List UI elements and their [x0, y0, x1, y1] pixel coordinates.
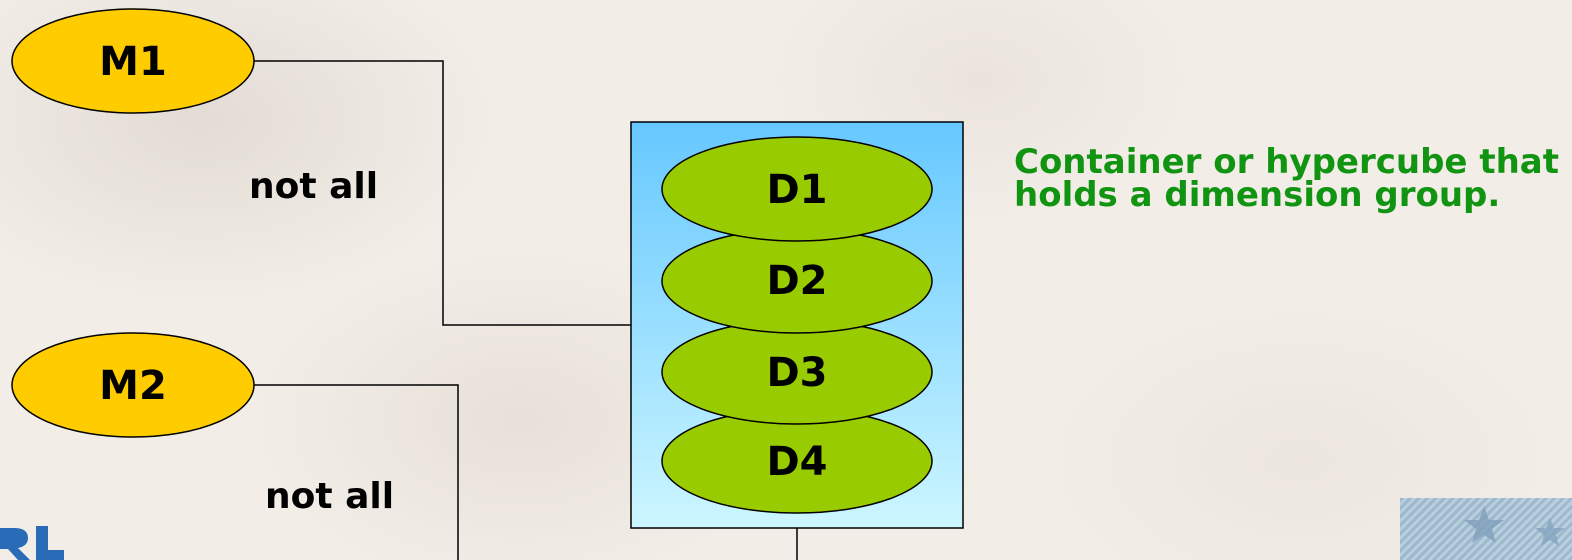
connector-m2 — [254, 384, 459, 560]
dimension-label-d2: D2 — [766, 258, 828, 304]
connector-label-m1: not all — [249, 166, 379, 207]
measure-label-m1: M1 — [99, 39, 167, 85]
measure-label-m2: M2 — [99, 363, 167, 409]
connector-label-m2: not all — [265, 476, 395, 517]
measure-node-m1 — [11, 8, 255, 114]
connector-m1 — [254, 60, 632, 326]
logo-fragment — [0, 526, 64, 560]
star-icon — [1464, 506, 1565, 546]
dimension-label-d4: D4 — [766, 439, 828, 485]
measure-node-m2 — [11, 332, 255, 438]
dimension-label-d1: D1 — [766, 167, 828, 213]
flag-decoration — [1400, 498, 1572, 560]
container-note: Container or hypercube that holds a dime… — [1014, 142, 1559, 215]
dimension-label-d3: D3 — [766, 350, 828, 396]
dimension-node-d1 — [661, 136, 933, 242]
